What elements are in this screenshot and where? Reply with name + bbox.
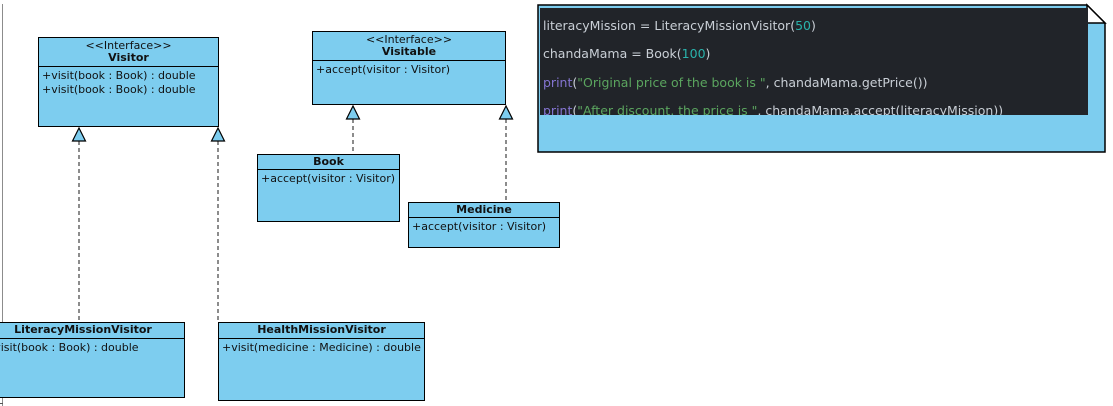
code-segment: , chandaMama.getPrice()) bbox=[765, 74, 928, 90]
code-segment: "Original price of the book is " bbox=[577, 74, 766, 90]
realization-arrowhead bbox=[345, 104, 361, 120]
class-visitable[interactable]: <<Interface>> Visitable +accept(visitor … bbox=[312, 31, 506, 105]
class-visitor[interactable]: <<Interface>> Visitor +visit(book : Book… bbox=[38, 37, 219, 127]
class-visitor-stereotype: <<Interface>> bbox=[85, 39, 172, 52]
code-segment: ) bbox=[705, 46, 711, 62]
class-visitor-members: +visit(book : Book) : double +visit(book… bbox=[39, 67, 218, 99]
member-line: +visit(book : Book) : double bbox=[42, 69, 196, 82]
class-health-name: HealthMissionVisitor bbox=[257, 323, 386, 336]
class-visitable-title: <<Interface>> Visitable bbox=[313, 32, 505, 61]
member-line: +accept(visitor : Visitor) bbox=[261, 172, 396, 185]
class-literacy-mission-visitor[interactable]: LiteracyMissionVisitor +visit(book : Boo… bbox=[0, 322, 185, 398]
code-line: literacyMission = LiteracyMissionVisitor… bbox=[543, 11, 1088, 40]
member-line: +accept(visitor : Visitor) bbox=[412, 220, 547, 233]
class-book-members: +accept(visitor : Visitor) bbox=[258, 170, 399, 188]
code-segment: literacyMission = LiteracyMissionVisitor… bbox=[543, 17, 796, 33]
code-segment: ( bbox=[572, 74, 578, 90]
class-literacy-title: LiteracyMissionVisitor bbox=[0, 323, 184, 339]
code-line: print("After discount, the price is ", c… bbox=[543, 97, 1088, 115]
class-visitable-name: Visitable bbox=[381, 45, 437, 58]
member-line: +accept(visitor : Visitor) bbox=[316, 63, 451, 76]
class-visitable-members: +accept(visitor : Visitor) bbox=[313, 61, 505, 79]
class-literacy-name: LiteracyMissionVisitor bbox=[14, 323, 152, 336]
code-block[interactable]: literacyMission = LiteracyMissionVisitor… bbox=[540, 8, 1088, 115]
code-segment: , chandaMama.accept(literacyMission)) bbox=[757, 103, 1004, 115]
class-health-mission-visitor[interactable]: HealthMissionVisitor +visit(medicine : M… bbox=[218, 322, 425, 401]
class-medicine-title: Medicine bbox=[409, 203, 559, 218]
code-segment: print bbox=[543, 74, 573, 90]
class-medicine-name: Medicine bbox=[456, 203, 512, 216]
class-health-members: +visit(medicine : Medicine) : double bbox=[219, 339, 424, 357]
code-segment: ) bbox=[810, 17, 816, 33]
class-medicine-members: +accept(visitor : Visitor) bbox=[409, 218, 559, 236]
realization-arrowhead bbox=[210, 126, 226, 142]
realization-arrowhead bbox=[71, 126, 87, 142]
code-segment: "After discount, the price is " bbox=[577, 103, 758, 115]
member-line: +visit(book : Book) : double bbox=[42, 83, 196, 96]
class-medicine[interactable]: Medicine +accept(visitor : Visitor) bbox=[408, 202, 560, 248]
code-segment: ( bbox=[572, 103, 578, 115]
class-visitor-title: <<Interface>> Visitor bbox=[39, 38, 218, 67]
code-segment: chandaMama = Book( bbox=[543, 46, 682, 62]
class-book-title: Book bbox=[258, 155, 399, 170]
class-literacy-members: +visit(book : Book) : double bbox=[0, 339, 184, 357]
member-line: +visit(medicine : Medicine) : double bbox=[222, 341, 421, 354]
code-segment: 100 bbox=[681, 46, 706, 62]
member-line: +visit(book : Book) : double bbox=[0, 341, 139, 354]
class-book-name: Book bbox=[313, 155, 344, 168]
class-visitable-stereotype: <<Interface>> bbox=[365, 33, 453, 46]
class-book[interactable]: Book +accept(visitor : Visitor) bbox=[257, 154, 400, 222]
note-fold-corner bbox=[1086, 3, 1107, 24]
code-line: print("Original price of the book is ", … bbox=[543, 68, 1088, 97]
class-visitor-name: Visitor bbox=[108, 51, 149, 64]
class-health-title: HealthMissionVisitor bbox=[219, 323, 424, 339]
code-segment: print bbox=[543, 103, 573, 115]
realization-arrowhead bbox=[498, 104, 514, 120]
code-segment: 50 bbox=[795, 17, 811, 33]
code-line: chandaMama = Book(100) bbox=[543, 40, 1088, 69]
